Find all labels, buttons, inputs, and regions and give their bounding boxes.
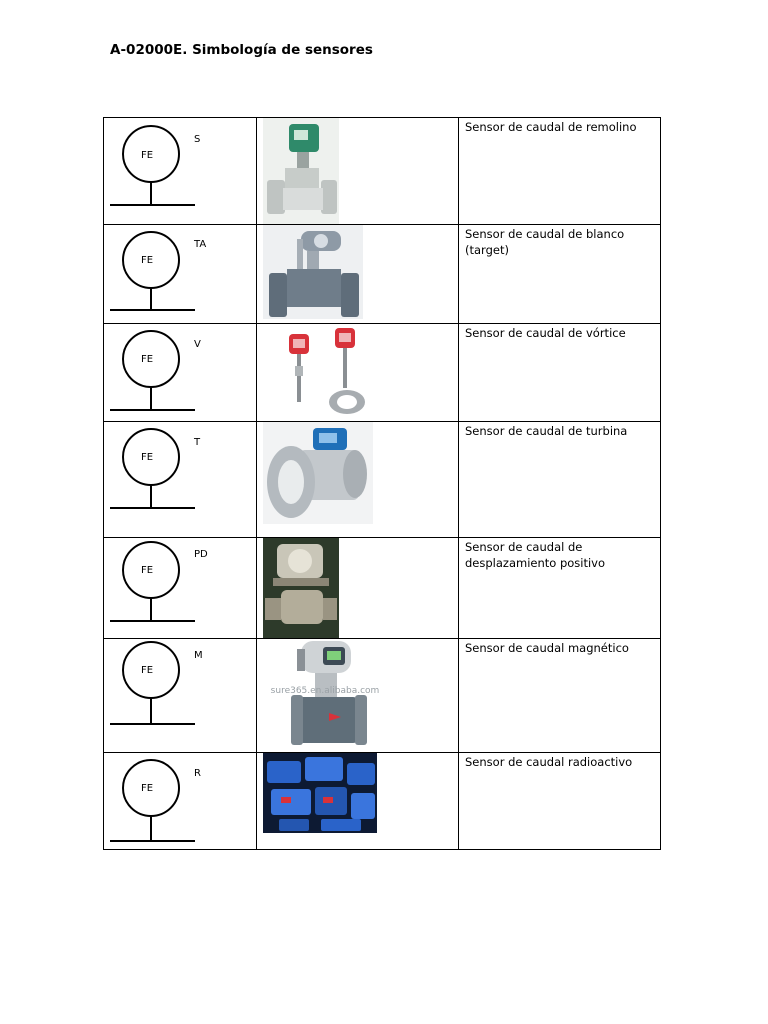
symbol-label: FE <box>141 783 153 794</box>
table-row: FE T Sensor de caudal de turbina <box>103 421 661 538</box>
sensor-description: Sensor de caudal de desplazamiento posit… <box>465 540 606 570</box>
image-watermark: sure365.en.alibaba.com <box>271 686 380 696</box>
instrument-bubble-icon: FE <box>110 428 195 509</box>
image-cell: sure365.en.alibaba.com <box>256 638 459 753</box>
symbol-label: FE <box>141 665 153 676</box>
image-cell <box>256 752 459 850</box>
table-row: FE M sure365.en.alibaba.com Sensor de <box>103 638 661 753</box>
table-row: FE TA Sensor de caudal de blanco (target… <box>103 224 661 324</box>
description-cell: Sensor de caudal de desplazamiento posit… <box>458 537 661 639</box>
symbol-cell: FE TA <box>103 224 257 324</box>
symbol-label: FE <box>141 452 153 463</box>
vortex-flowmeter-photo <box>263 324 373 418</box>
description-cell: Sensor de caudal de turbina <box>458 421 661 538</box>
table-row: FE PD Sensor de caudal de desplazamiento… <box>103 537 661 639</box>
symbol-label: FE <box>141 565 153 576</box>
sensor-description: Sensor de caudal magnético <box>465 641 629 655</box>
image-cell <box>256 323 459 422</box>
symbol-cell: FE S <box>103 117 257 225</box>
sensor-code: R <box>194 768 201 779</box>
sensor-description: Sensor de caudal de blanco (target) <box>465 227 625 257</box>
description-cell: Sensor de caudal de blanco (target) <box>458 224 661 324</box>
symbol-cell: FE PD <box>103 537 257 639</box>
image-cell <box>256 537 459 639</box>
symbol-cell: FE T <box>103 421 257 538</box>
instrument-bubble-icon: FE <box>110 125 195 206</box>
sensor-code: PD <box>194 549 208 560</box>
instrument-bubble-icon: FE <box>110 231 195 311</box>
document-title: A-02000E. Simbología de sensores <box>110 42 373 58</box>
sensor-description: Sensor de caudal de turbina <box>465 424 628 438</box>
sensor-code: S <box>194 134 201 145</box>
sensor-symbol-table: FE S Sensor de caudal de remolino <box>103 117 661 850</box>
image-cell <box>256 224 459 324</box>
instrument-bubble-icon: FE <box>110 641 195 725</box>
description-cell: Sensor de caudal magnético <box>458 638 661 753</box>
symbol-cell: FE V <box>103 323 257 422</box>
image-cell <box>256 421 459 538</box>
symbol-label: FE <box>141 354 153 365</box>
turbine-flowmeter-photo <box>263 422 373 524</box>
description-cell: Sensor de caudal radioactivo <box>458 752 661 850</box>
instrument-bubble-icon: FE <box>110 541 195 622</box>
symbol-label: FE <box>141 255 153 266</box>
description-cell: Sensor de caudal de vórtice <box>458 323 661 422</box>
sensor-description: Sensor de caudal de vórtice <box>465 326 626 340</box>
symbol-label: FE <box>141 150 153 161</box>
target-flowmeter-photo <box>263 225 363 319</box>
table-row: FE S Sensor de caudal de remolino <box>103 117 661 225</box>
radioactive-flowmeter-photo <box>263 753 377 833</box>
instrument-bubble-icon: FE <box>110 759 195 842</box>
symbol-cell: FE M <box>103 638 257 753</box>
symbol-cell: FE R <box>103 752 257 850</box>
table-row: FE V Sensor de caudal de vórtice <box>103 323 661 422</box>
sensor-description: Sensor de caudal de remolino <box>465 120 637 134</box>
table-row: FE R Sensor de caudal radioactivo <box>103 752 661 850</box>
sensor-code: V <box>194 339 201 350</box>
sensor-code: T <box>194 437 201 448</box>
instrument-bubble-icon: FE <box>110 330 195 411</box>
magnetic-flowmeter-photo: sure365.en.alibaba.com <box>263 639 387 751</box>
description-cell: Sensor de caudal de remolino <box>458 117 661 225</box>
sensor-description: Sensor de caudal radioactivo <box>465 755 633 769</box>
positive-displacement-flowmeter-photo <box>263 538 339 638</box>
image-cell <box>256 117 459 225</box>
swirl-flowmeter-photo <box>263 118 339 224</box>
sensor-code: TA <box>194 239 207 250</box>
sensor-code: M <box>194 650 203 661</box>
